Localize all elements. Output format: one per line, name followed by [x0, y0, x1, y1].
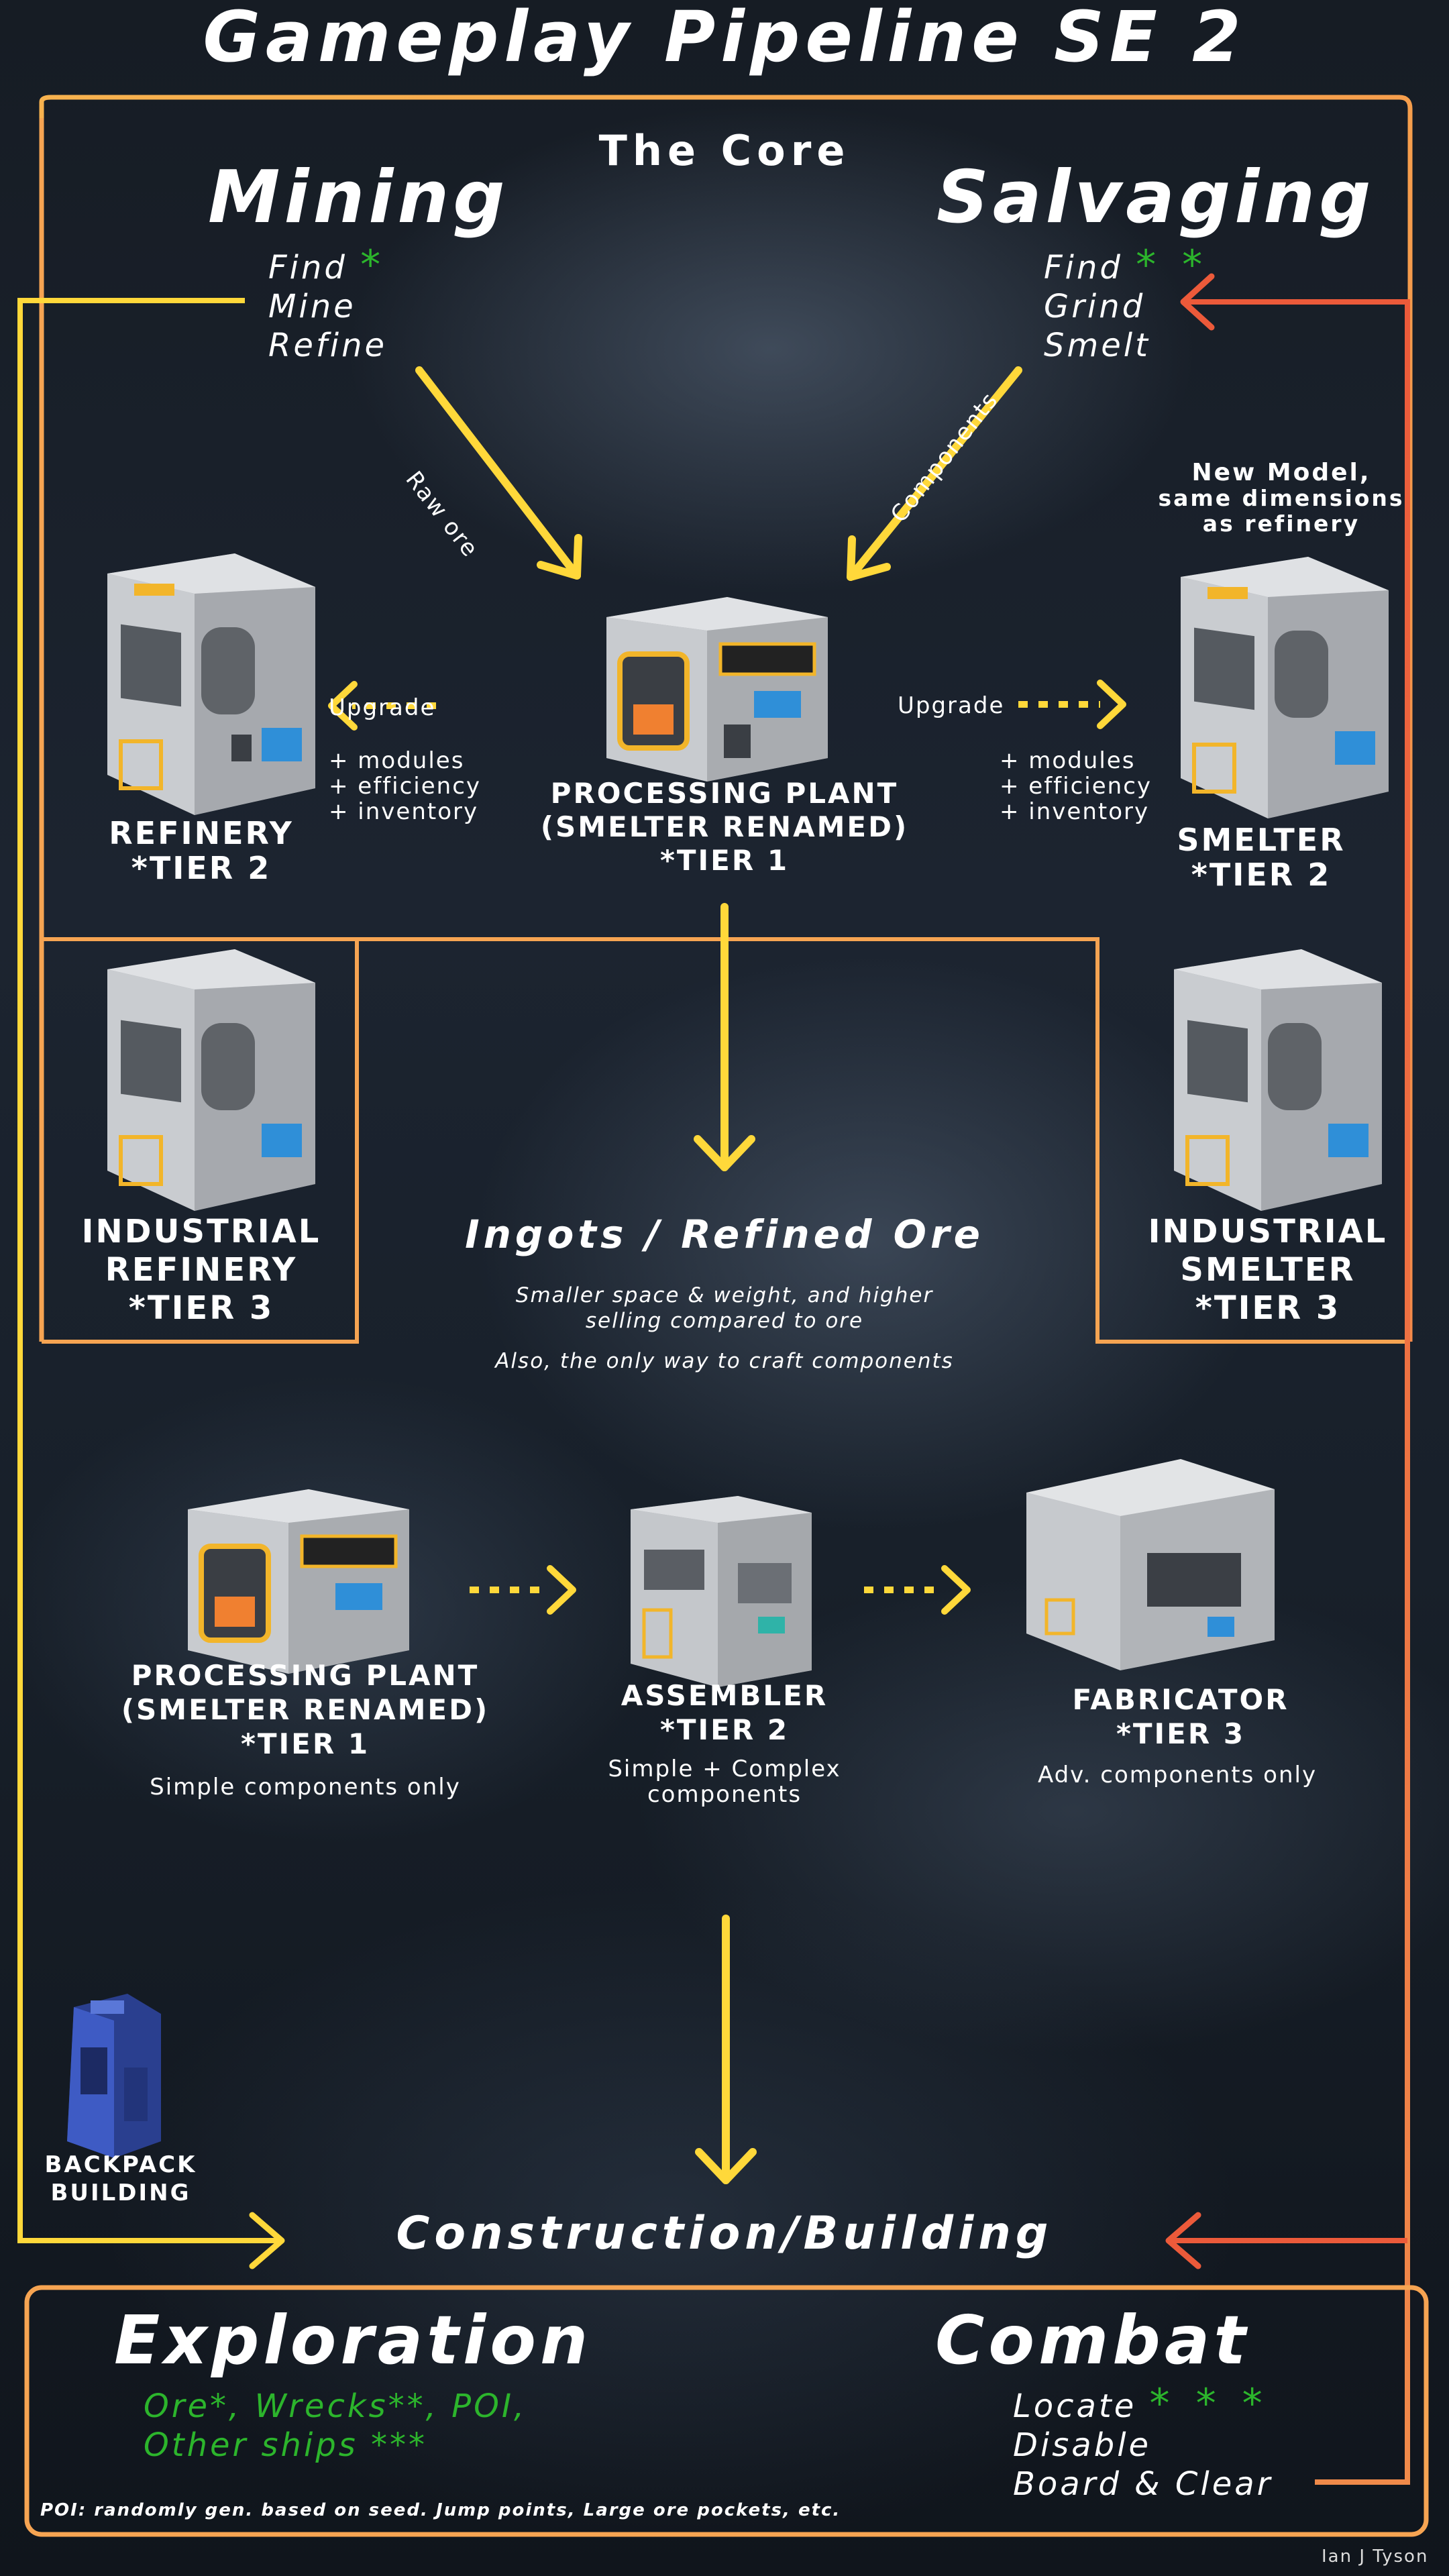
mining-step-refine: Refine [268, 327, 388, 364]
combat-heading: Combat [935, 2301, 1250, 2379]
assembler-model-icon [631, 1496, 812, 1687]
arrowhead-construction-left [249, 2212, 285, 2269]
upgrade-left-label: Upgrade [329, 694, 436, 721]
arrowhead-construction-right [1165, 2212, 1201, 2269]
core-heading: The Core [598, 126, 851, 175]
refinery-model-icon [107, 553, 315, 815]
processing-plant-bottom-note: Simple components only [150, 1774, 461, 1801]
industrial-refinery-model-icon [107, 949, 315, 1211]
smelter-tier2-label: SMELTER*TIER 2 [1177, 822, 1346, 893]
new-model-note: New Model, same dimensions as refinery [1158, 459, 1405, 537]
processing-plant-bottom-label: PROCESSING PLANT(SMELTER RENAMED)*TIER 1 [121, 1659, 490, 1760]
exploration-targets: Ore*, Wrecks**, POI, Other ships *** [144, 2387, 527, 2464]
mining-to-construction-line [17, 298, 282, 2243]
processing-plant-bottom-model-icon [188, 1489, 409, 1674]
core-frame [39, 95, 1413, 1342]
exploration-heading: Exploration [114, 2301, 592, 2379]
refinery-bonuses: + modules+ efficiency+ inventory [329, 747, 482, 825]
page-title: Gameplay Pipeline SE 2 [203, 0, 1246, 78]
industrial-smelter-model-icon [1174, 949, 1382, 1211]
fabricator-note: Adv. components only [1037, 1762, 1318, 1788]
construction-heading: Construction/Building [396, 2207, 1053, 2260]
salvaging-heading: Salvaging [936, 156, 1375, 239]
green-stars-icon: * * * [1149, 2380, 1269, 2427]
combat-to-salvage-line [1183, 299, 1410, 2485]
fabricator-model-icon [1026, 1459, 1275, 1670]
salvaging-step-smelt: Smelt [1044, 327, 1150, 364]
poi-note: POI: randomly gen. based on seed. Jump p… [40, 2500, 841, 2520]
mining-heading: Mining [208, 156, 509, 239]
combat-step-locate: Locate [1013, 2387, 1137, 2425]
ingots-description: Smaller space & weight, and higher selli… [495, 1283, 954, 1373]
smelter-model-icon [1181, 557, 1389, 818]
combat-steps: Locate * * * Disable Board & Clear [1013, 2383, 1273, 2504]
upgrade-right-label: Upgrade [898, 692, 1005, 719]
salvaging-step-find: Find [1044, 249, 1123, 286]
green-stars-icon: * * [1136, 241, 1210, 288]
components-arrow [847, 366, 1022, 581]
green-star-icon: * [360, 241, 384, 288]
mining-steps: Find * Mine Refine [268, 245, 388, 365]
mining-step-find: Find [268, 249, 347, 286]
assembler-label: ASSEMBLER*TIER 2 [621, 1679, 828, 1746]
bottom-frame [24, 2285, 1429, 2537]
processing-plant-tier1-label: PROCESSING PLANT(SMELTER RENAMED)*TIER 1 [540, 777, 909, 877]
fabricator-label: FABRICATOR*TIER 3 [1072, 1683, 1289, 1750]
salvaging-step-grind: Grind [1044, 288, 1146, 325]
salvaging-steps: Find * * Grind Smelt [1044, 245, 1209, 365]
smelter-bonuses: + modules+ efficiency+ inventory [1000, 747, 1152, 825]
backpack-model-icon [67, 1994, 161, 2158]
refinery-tier2-label: REFINERY*TIER 2 [109, 815, 294, 886]
industrial-refinery-box [42, 939, 359, 1344]
processing-plant-model-icon [606, 597, 828, 782]
combat-step-board: Board & Clear [1013, 2465, 1273, 2503]
raw-ore-arrow [415, 366, 581, 580]
combat-step-disable: Disable [1013, 2426, 1152, 2464]
author-credit: Ian J Tyson [1322, 2546, 1429, 2567]
mining-step-mine: Mine [268, 288, 356, 325]
arrowhead-salvage [1180, 273, 1215, 331]
ingots-heading: Ingots / Refined Ore [465, 1212, 984, 1257]
industrial-smelter-box [728, 937, 1410, 1344]
